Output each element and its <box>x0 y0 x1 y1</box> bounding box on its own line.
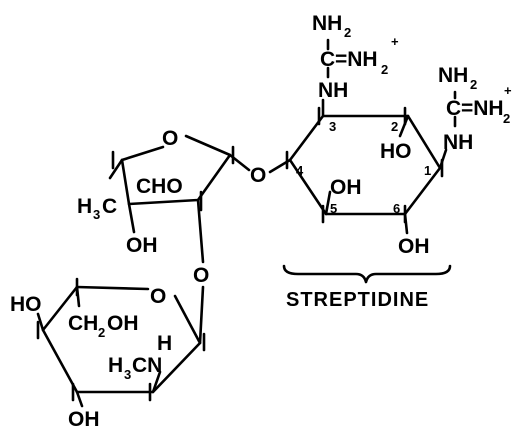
guanidino-2-nh2-top-subscript: 2 <box>470 77 477 92</box>
glycosidic-bond-2b <box>198 285 205 345</box>
streptose-ch3-subscript: 3 <box>93 207 100 222</box>
glucosamine-ho-label: HO <box>10 293 42 316</box>
streptidine-ring-bonds <box>288 114 442 216</box>
guanidino-1-nh: NH <box>318 79 348 102</box>
glucosamine-h3cn-h: H <box>108 354 123 377</box>
glycosidic-bond-2a <box>196 198 205 264</box>
glucosamine-ring-bonds <box>41 285 202 394</box>
glucosamine-ch2oh-subscript: 2 <box>98 325 105 340</box>
glucosamine-ch2oh-oh: OH <box>107 312 139 335</box>
guanidino-2-nh2-top: NH <box>438 64 468 87</box>
guanidino-1-carbon: C <box>320 48 335 71</box>
guanidino-2-imine-subscript: 2 <box>503 111 510 126</box>
guanidino-1-imine: =NH <box>335 48 378 71</box>
streptidine-c2-ho-label: HO <box>380 140 412 163</box>
streptidine-caption: STREPTIDINE <box>286 289 429 311</box>
guanidino-1-nh2-top: NH <box>312 12 342 35</box>
guanidino-1-charge: + <box>391 34 399 49</box>
streptose-cho-label: CHO <box>136 175 183 198</box>
glucosamine-oh-label: OH <box>68 408 100 431</box>
glucosamine-nh-bond <box>151 370 162 394</box>
glucosamine-top-bond <box>75 285 150 291</box>
streptose-ch3-bond <box>108 158 124 180</box>
streptose-ring-oxygen: O <box>162 127 178 150</box>
guanidino-1-imine-subscript: 2 <box>381 62 388 77</box>
glucosamine-ring-oxygen: O <box>150 285 166 308</box>
glucosamine-h3cn-subscript: 3 <box>124 367 131 382</box>
guanidino-2-imine: =NH <box>461 97 504 120</box>
glucosamine-ch2oh-ch: CH <box>68 312 98 335</box>
streptidine-c6-oh-label: OH <box>398 235 430 258</box>
ring-number-3: 3 <box>329 119 336 134</box>
glucosamine-ho-bond <box>36 312 45 332</box>
streptidine-c5-oh-label: OH <box>330 176 362 199</box>
guanidino-1-nh2-top-subscript: 2 <box>344 25 351 40</box>
streptose-oh-bond <box>127 202 136 234</box>
streptose-ch3-h: H <box>77 195 92 218</box>
streptidine-c5-oh-bond <box>324 190 332 216</box>
streptose-ch3-c: C <box>102 195 117 218</box>
glucosamine-h3cn-cn: CN <box>132 354 162 377</box>
streptidine-c2-ho-bond <box>398 114 410 138</box>
streptose-ring-bonds <box>120 134 232 206</box>
glycosidic-oxygen-2: O <box>193 264 209 287</box>
glucosamine-oh-bond <box>75 390 84 408</box>
glycosidic-oxygen-1: O <box>250 164 266 187</box>
ring-number-4: 4 <box>296 163 304 178</box>
streptidine-bracket <box>282 264 452 284</box>
glucosamine-nh-h: H <box>157 332 172 355</box>
ring-number-1: 1 <box>424 163 431 178</box>
streptose-oh-label: OH <box>126 234 158 257</box>
guanidino-2-nh: NH <box>443 131 473 154</box>
guanidino-2-charge: + <box>504 83 512 98</box>
guanidino-2-carbon: C <box>446 97 461 120</box>
ring-number-6: 6 <box>393 201 400 216</box>
stereo-ticks <box>36 106 444 402</box>
bond-lines <box>36 38 457 408</box>
ring-number-5: 5 <box>330 201 337 216</box>
ring-number-2: 2 <box>391 119 398 134</box>
